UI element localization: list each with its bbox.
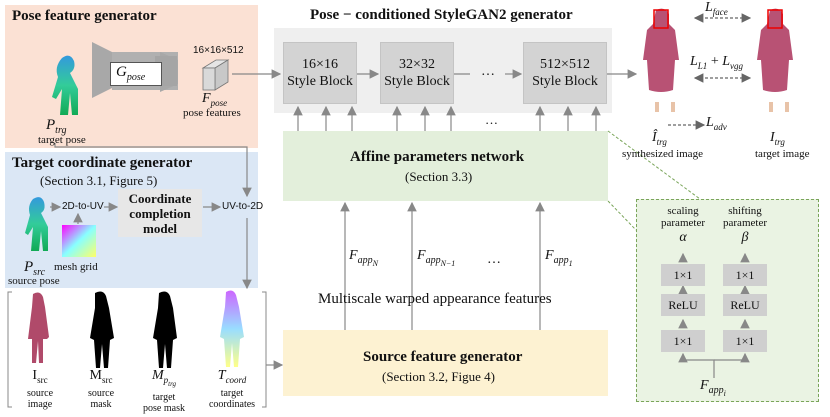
- uv-to-2d-label: UV-to-2D: [222, 201, 264, 212]
- l-recon-label: LL1 + Lvgg: [690, 54, 744, 71]
- target-coordinates-figure: [220, 290, 244, 367]
- target-pose-figure: [52, 55, 78, 115]
- stylegan-ellipsis: …: [481, 64, 495, 79]
- affine-subtitle: (Section 3.3): [405, 169, 473, 184]
- stylegan-title: Pose − conditioned StyleGAN2 generator: [310, 7, 573, 23]
- mesh-grid-image: [62, 225, 96, 257]
- source-gen-subtitle: (Section 3.2, Figue 4): [382, 369, 496, 384]
- g-pose-label: Gpose: [116, 64, 146, 83]
- p-trg-label: Ptrg: [46, 117, 67, 136]
- beta-conv-bottom: 1×1: [723, 330, 767, 352]
- f-app-ellipsis: …: [487, 252, 501, 267]
- target-pose-mask-figure: [153, 291, 177, 368]
- f-app-n1-label: FappN−1: [417, 248, 456, 268]
- l-adv-label: Ladv: [706, 115, 727, 132]
- source-gen-title: Source feature generator: [363, 349, 523, 365]
- warped-features-label: Multiscale warped appearance features: [318, 291, 552, 307]
- tensor-dims: 16×16×512: [193, 45, 244, 56]
- i-trg-label: Itrg: [770, 130, 785, 147]
- alpha-conv-top: 1×1: [661, 264, 705, 286]
- g-pose-box: [110, 62, 162, 86]
- zoom-line-top: [607, 130, 701, 200]
- completion-model-box: Coordinate completion model: [118, 189, 202, 237]
- arrows-ellipsis: …: [485, 112, 498, 127]
- f-app-1-label: Fapp1: [545, 248, 573, 268]
- input-bracket: [262, 291, 267, 408]
- target-image-label: target image: [755, 148, 810, 160]
- f-pose-label: Fpose: [202, 91, 228, 108]
- source-pose-label: source pose: [8, 275, 60, 287]
- i-hat-label: Îtrg: [652, 130, 667, 147]
- source-mask-figure: [90, 291, 114, 368]
- beta-relu: ReLU: [723, 294, 767, 316]
- alpha-relu: ReLU: [661, 294, 705, 316]
- feature-cube-front: [202, 67, 216, 91]
- mesh-grid-label: mesh grid: [54, 261, 98, 273]
- l-face-label: Lface: [705, 0, 728, 17]
- source-image-figure: [28, 292, 49, 363]
- pose-features-label: pose features: [183, 107, 241, 119]
- synthesized-label: synthesized image: [622, 148, 703, 160]
- coord-panel-subtitle: (Section 3.1, Figure 5): [40, 173, 158, 188]
- alpha-conv-bottom: 1×1: [661, 330, 705, 352]
- encoder-trapezoid: [92, 42, 112, 98]
- f-app-i-label: Fappi: [700, 378, 726, 398]
- two-d-to-uv-label: 2D-to-UV: [62, 201, 104, 212]
- coord-panel-title: Target coordinate generator: [12, 155, 193, 171]
- affine-title: Affine parameters network: [350, 149, 525, 165]
- source-pose-figure: [25, 197, 48, 251]
- face-box-synth: [653, 9, 669, 29]
- face-box-target: [767, 9, 783, 29]
- p-src-label: Psrc: [24, 259, 46, 278]
- zoom-line-bottom: [607, 200, 637, 231]
- source-gen-panel: [283, 330, 608, 396]
- pose-panel-title: Pose feature generator: [12, 8, 157, 24]
- target-pose-label: target pose: [38, 134, 86, 146]
- f-app-n-label: FappN: [349, 248, 378, 268]
- affine-panel: [283, 131, 608, 201]
- beta-conv-top: 1×1: [723, 264, 767, 286]
